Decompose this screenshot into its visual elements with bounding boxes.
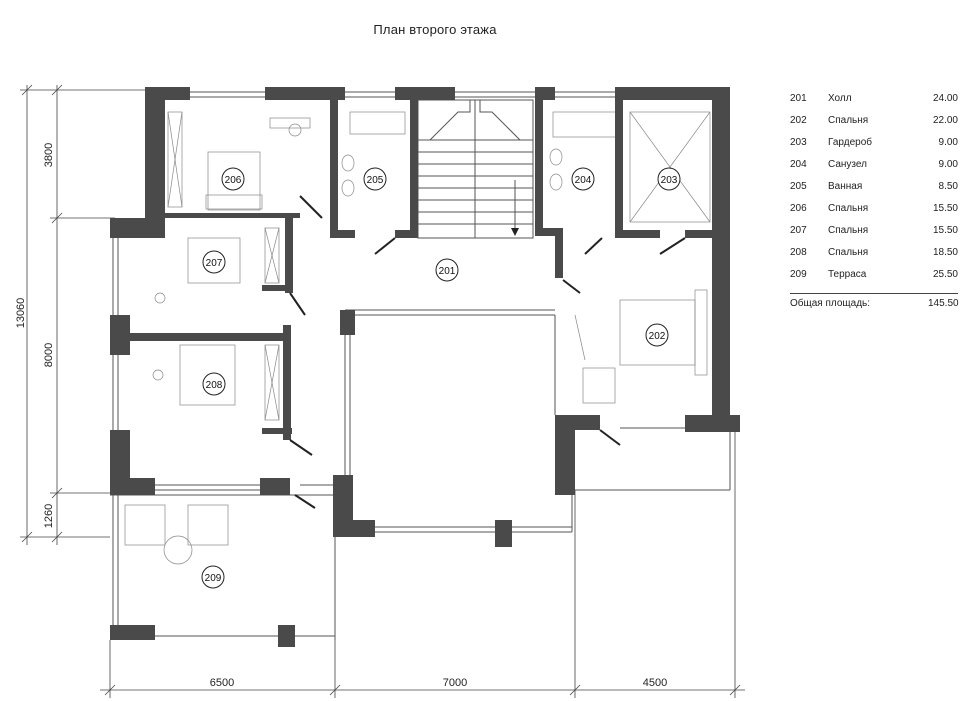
- room-name: Гардероб: [828, 136, 872, 148]
- room-area: 9.00: [938, 158, 958, 170]
- svg-text:208: 208: [206, 380, 223, 391]
- room-area: 15.50: [932, 202, 958, 214]
- svg-text:202: 202: [649, 331, 666, 342]
- room-schedule-row: 208 Спальня 18.50: [790, 241, 958, 263]
- svg-text:204: 204: [575, 175, 592, 186]
- total-area-label: Общая площадь:: [790, 297, 871, 309]
- plan-title: План второго этажа: [373, 22, 497, 37]
- room-schedule: 201 Холл 24.00 202 Спальня 22.00 203 Гар…: [790, 87, 959, 312]
- schedule-divider: [790, 293, 958, 294]
- room-marker-208: 208: [202, 372, 226, 396]
- room-schedule-row: 209 Терраса 25.50: [790, 263, 958, 285]
- staircase: [417, 99, 534, 239]
- svg-text:205: 205: [367, 175, 384, 186]
- svg-text:207: 207: [206, 258, 223, 269]
- room-name: Ванная: [828, 180, 863, 192]
- dim-bottom-3: 4500: [643, 677, 667, 689]
- room-schedule-row: 201 Холл 24.00: [790, 87, 958, 109]
- room-area: 18.50: [932, 246, 958, 258]
- room-name: Спальня: [828, 246, 869, 258]
- svg-text:209: 209: [205, 573, 222, 584]
- room-marker-209: 209: [201, 565, 225, 589]
- room-schedule-row: 206 Спальня 15.50: [790, 197, 958, 219]
- room-area: 15.50: [932, 224, 958, 236]
- room-marker-206: 206: [221, 167, 245, 191]
- dim-bottom-2: 7000: [443, 677, 467, 689]
- total-area-row: Общая площадь: 145.50: [790, 294, 959, 312]
- dim-left-1: 3800: [43, 143, 55, 167]
- dim-left-3: 1260: [43, 504, 55, 528]
- room-number: 205: [790, 180, 807, 192]
- room-area: 24.00: [932, 92, 958, 104]
- room-number: 208: [790, 246, 807, 258]
- dim-bottom-1: 6500: [210, 677, 234, 689]
- doors: [289, 195, 686, 509]
- room-name: Спальня: [828, 202, 869, 214]
- dim-left-total: 13060: [15, 298, 27, 329]
- dim-left-2: 8000: [43, 343, 55, 367]
- furniture: [124, 111, 711, 565]
- walls: [110, 87, 740, 647]
- room-name: Холл: [828, 92, 852, 104]
- total-area-value: 145.50: [928, 297, 959, 309]
- room-name: Терраса: [828, 268, 867, 280]
- room-marker-201: 201: [435, 258, 459, 282]
- room-name: Спальня: [828, 224, 869, 236]
- room-area: 8.50: [938, 180, 958, 192]
- room-number: 203: [790, 136, 807, 148]
- room-schedule-row: 207 Спальня 15.50: [790, 219, 958, 241]
- room-name: Спальня: [828, 114, 869, 126]
- room-marker-202: 202: [645, 323, 669, 347]
- room-schedule-row: 205 Ванная 8.50: [790, 175, 958, 197]
- room-number: 207: [790, 224, 807, 236]
- room-area: 22.00: [932, 114, 958, 126]
- left-dimension-lines: [20, 84, 150, 545]
- room-number: 206: [790, 202, 807, 214]
- room-number: 201: [790, 92, 807, 104]
- outline-thin-lines: [110, 91, 731, 640]
- bottom-dimension-lines: [100, 430, 745, 698]
- svg-text:201: 201: [439, 266, 456, 277]
- room-schedule-row: 203 Гардероб 9.00: [790, 131, 958, 153]
- room-schedule-row: 204 Санузел 9.00: [790, 153, 958, 175]
- room-number: 202: [790, 114, 807, 126]
- room-number: 209: [790, 268, 807, 280]
- room-name: Санузел: [828, 158, 867, 170]
- room-marker-205: 205: [363, 167, 387, 191]
- room-marker-207: 207: [202, 250, 226, 274]
- room-area: 25.50: [932, 268, 958, 280]
- room-schedule-row: 202 Спальня 22.00: [790, 109, 958, 131]
- room-area: 9.00: [938, 136, 958, 148]
- svg-text:206: 206: [225, 175, 242, 186]
- room-marker-204: 204: [571, 167, 595, 191]
- room-number: 204: [790, 158, 807, 170]
- svg-text:203: 203: [661, 175, 678, 186]
- room-marker-203: 203: [657, 167, 681, 191]
